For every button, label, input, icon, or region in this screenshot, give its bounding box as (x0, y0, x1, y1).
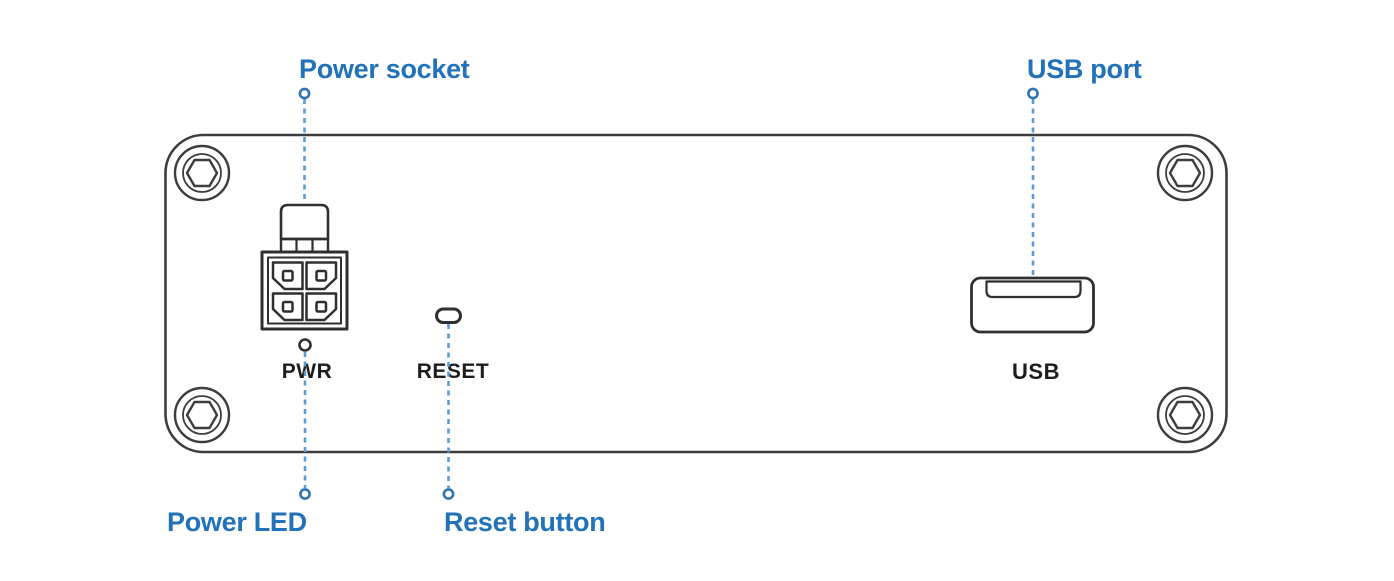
leader-lines (303, 99, 1035, 488)
reset-button-icon (435, 307, 462, 324)
screw-bottom-right-icon (1156, 386, 1214, 444)
screw-top-left-icon (173, 144, 231, 202)
panel-label-usb: USB (1012, 359, 1060, 384)
leader-marker-power-socket (298, 87, 311, 100)
screw-top-right-icon (1156, 144, 1214, 202)
screw-bottom-left-icon (173, 386, 231, 444)
power-socket-icon (260, 203, 349, 331)
device-outline (164, 133, 1228, 454)
usb-port-icon (970, 276, 1095, 334)
callout-power-socket: Power socket (299, 54, 470, 84)
leader-marker-reset-button (442, 488, 455, 500)
callout-reset-button: Reset button (444, 507, 606, 537)
power-led-icon (298, 338, 312, 352)
leader-marker-power-led (299, 488, 311, 500)
panel-label-pwr: PWR (281, 360, 333, 383)
panel-label-reset: RESET (416, 360, 490, 383)
leader-marker-usb-port (1027, 87, 1039, 100)
leader-markers (298, 87, 1039, 500)
callout-power-led: Power LED (167, 507, 307, 537)
callout-usb-port: USB port (1027, 54, 1142, 84)
